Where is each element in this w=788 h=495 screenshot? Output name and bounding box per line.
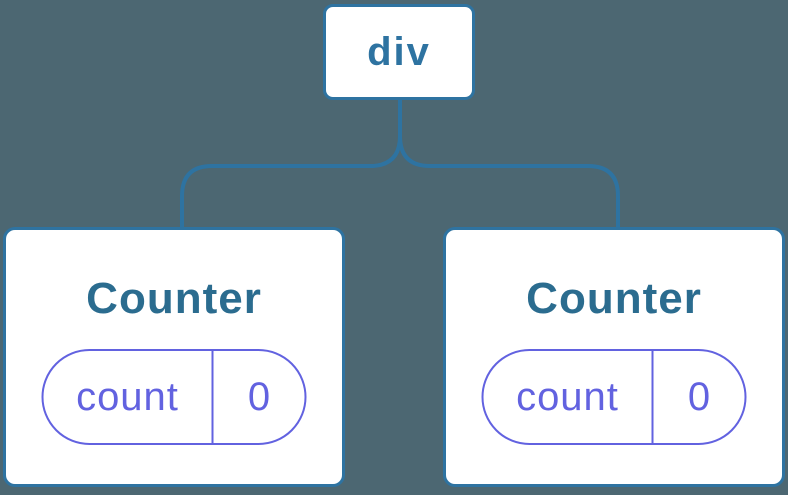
state-pill: count 0 [41,349,307,445]
state-value: 0 [687,374,711,419]
state-pill: count 0 [481,349,747,445]
state-key-label: count [484,351,654,443]
component-card-left: Counter count 0 [3,227,345,487]
component-title: Counter [526,274,702,323]
root-node-label: div [367,29,431,74]
component-title: Counter [86,274,262,323]
state-key-label: count [44,351,214,443]
connector-branch-right [398,100,620,227]
connector-branch-left [180,100,402,227]
state-value: 0 [247,374,271,419]
root-node: div [323,4,475,100]
component-card-right: Counter count 0 [443,227,785,487]
